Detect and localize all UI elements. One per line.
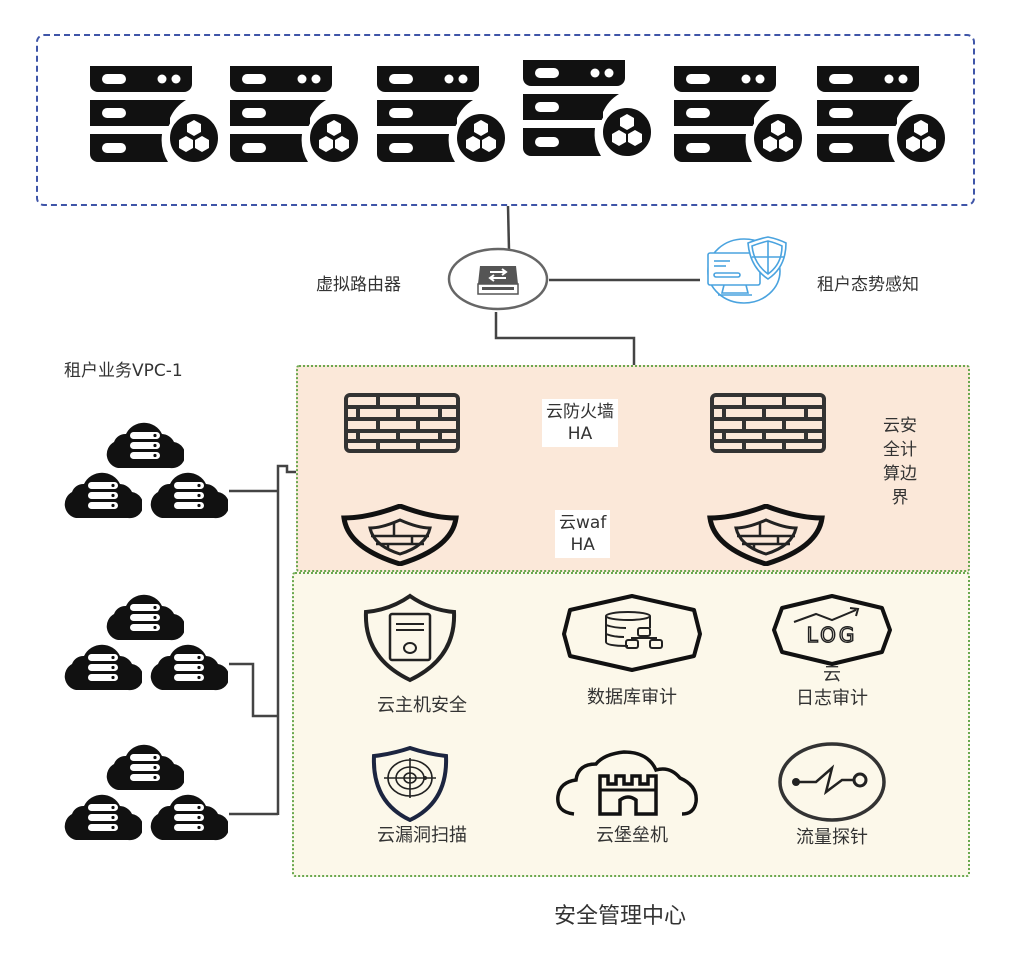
service-traffic-probe-label: 流量探针	[796, 827, 868, 848]
server-cluster-icon	[230, 66, 360, 166]
server-cluster-icon	[674, 66, 804, 166]
waf-ha-label-line2: HA	[570, 535, 595, 555]
waf-ha-label: 云waf HA	[555, 510, 611, 558]
server-cluster-box	[36, 34, 975, 206]
svg-text:LOG: LOG	[807, 623, 858, 647]
vpc-group2-line	[229, 662, 278, 718]
service-log-audit-label-line2: 日志审计	[796, 688, 868, 709]
cloud-server-group-icon	[64, 744, 228, 841]
server-node	[674, 66, 804, 166]
server-node	[90, 66, 220, 166]
firewall-ha-label-line2: HA	[567, 424, 593, 444]
waf-shield-icon	[338, 504, 462, 566]
management-center-title: 安全管理中心	[553, 904, 686, 929]
boundary-title-line: 界	[891, 488, 909, 508]
security-management-zone	[292, 572, 970, 877]
server-node	[377, 66, 507, 166]
waf-ha-label-line1: 云waf	[559, 513, 607, 533]
boundary-title-line: 云安	[883, 416, 917, 436]
vpc-group-1[interactable]	[62, 412, 232, 522]
service-bastion-label: 云堡垒机	[596, 825, 668, 846]
firewall-ha-label-line1: 云防火墙	[546, 402, 614, 422]
firewall-icon	[710, 393, 826, 453]
firewall-left[interactable]	[344, 393, 460, 453]
bastion-cloud-icon	[556, 750, 698, 816]
cluster-to-router-line	[506, 205, 511, 251]
server-node	[523, 60, 653, 160]
situational-awareness-label: 租户态势感知	[817, 275, 919, 295]
host-security-shield-icon	[363, 593, 457, 683]
monitor-shield-icon	[707, 236, 787, 304]
service-log-audit[interactable]: LOG	[772, 594, 892, 666]
waf-left[interactable]	[338, 504, 462, 566]
vulnerability-scan-icon	[371, 745, 449, 823]
boundary-title: 云安 全计 算边 界	[880, 414, 920, 510]
service-database-audit-label: 数据库审计	[587, 687, 677, 708]
cloud-server-group-icon	[64, 594, 228, 691]
server-node	[817, 66, 947, 166]
service-log-audit-label-line1: 云	[823, 664, 841, 685]
boundary-title-line: 算边	[883, 464, 917, 484]
service-database-audit[interactable]	[562, 594, 702, 672]
situational-awareness-node[interactable]	[698, 233, 788, 305]
router-label: 虚拟路由器	[316, 275, 401, 295]
service-host-security[interactable]	[360, 592, 460, 684]
firewall-icon	[344, 393, 460, 453]
vpc-label: 租户业务VPC-1	[64, 361, 183, 381]
boundary-title-line: 全计	[883, 440, 917, 460]
service-vulnerability-scan[interactable]	[370, 745, 450, 823]
service-traffic-probe[interactable]	[776, 740, 888, 824]
waf-right[interactable]	[704, 504, 828, 566]
service-bastion[interactable]	[552, 750, 702, 818]
traffic-probe-icon	[778, 742, 886, 822]
virtual-router-node[interactable]	[446, 246, 550, 312]
service-vulnerability-scan-label: 云漏洞扫描	[377, 825, 467, 846]
service-host-security-label: 云主机安全	[377, 695, 467, 716]
server-cluster-icon	[377, 66, 507, 166]
switch-icon	[447, 247, 549, 311]
waf-shield-icon	[704, 504, 828, 566]
firewall-right[interactable]	[710, 393, 826, 453]
cloud-server-group-icon	[64, 422, 228, 519]
log-audit-icon: LOG	[772, 594, 892, 666]
router-to-boundary-line	[494, 312, 636, 366]
vpc-group-2[interactable]	[62, 584, 232, 694]
service-log-audit-label: 云 日志审计	[752, 663, 912, 711]
server-node	[230, 66, 360, 166]
security-boundary-zone	[296, 365, 970, 572]
server-cluster-icon	[90, 66, 220, 166]
database-audit-icon	[562, 594, 702, 672]
firewall-ha-label: 云防火墙 HA	[542, 399, 618, 447]
vpc-group-3[interactable]	[62, 734, 232, 844]
server-cluster-icon	[523, 60, 653, 160]
server-cluster-icon	[817, 66, 947, 166]
